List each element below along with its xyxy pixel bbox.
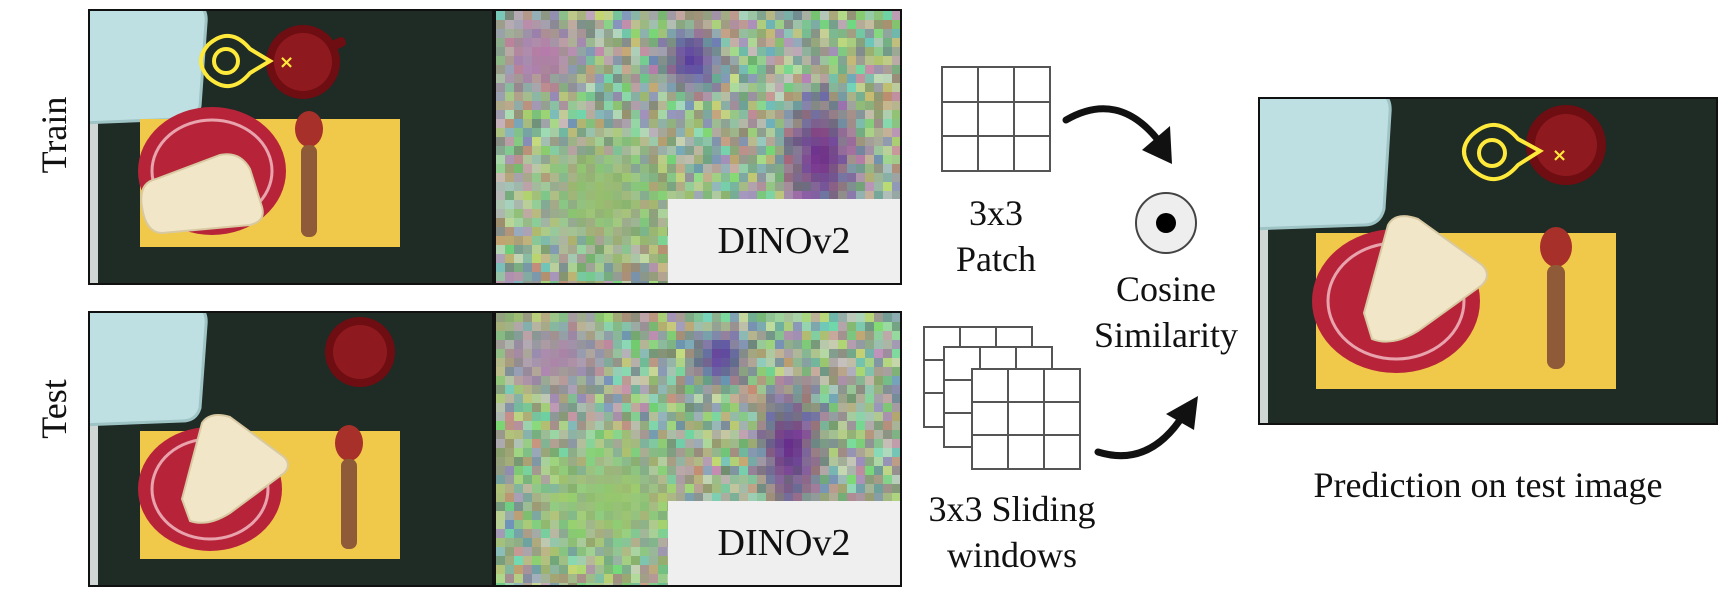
windows-to-similarity-arrow [1094, 396, 1198, 460]
windows-caption-line2: windows [946, 535, 1077, 575]
similarity-node-icon [1135, 192, 1197, 254]
patch-caption: 3x3 Patch [906, 190, 1086, 282]
train-dinov2-label: DINOv2 [668, 199, 900, 283]
similarity-caption-line2: Similarity [1094, 315, 1238, 355]
train-feature-map: DINOv2 [494, 9, 902, 285]
similarity-caption-line1: Cosine [1115, 269, 1216, 309]
train-image: × [88, 9, 494, 285]
test-feature-map: DINOv2 [494, 311, 902, 587]
patch-to-similarity-arrow [1062, 105, 1172, 164]
test-image [88, 311, 494, 587]
prediction-image: × [1258, 97, 1718, 425]
prediction-caption: Prediction on test image [1313, 465, 1663, 505]
test-dinov2-label: DINOv2 [668, 501, 900, 585]
windows-caption-line1: 3x3 Sliding [928, 489, 1096, 529]
sliding-windows-icon [923, 326, 1081, 470]
similarity-caption: Cosine Similarity [1068, 266, 1264, 358]
test-row-label: Test [34, 379, 74, 439]
patch-grid-icon [941, 66, 1051, 172]
windows-caption: 3x3 Sliding windows [906, 486, 1118, 578]
svg-text:×: × [279, 52, 294, 73]
patch-caption-line2: Patch [956, 239, 1036, 279]
patch-caption-line1: 3x3 [969, 193, 1023, 233]
svg-text:×: × [1552, 145, 1567, 166]
train-row-label: Train [34, 96, 74, 174]
